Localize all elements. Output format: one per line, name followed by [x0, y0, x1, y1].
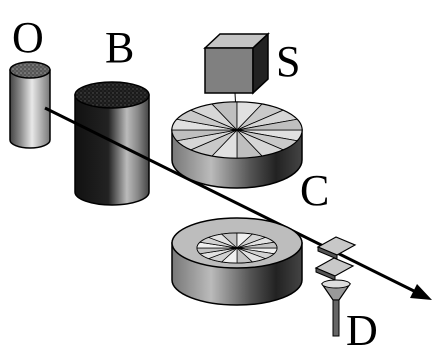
disk-segment [236, 241, 278, 249]
label-detector: D [346, 306, 378, 351]
oven-cylinder [9, 61, 51, 149]
detector-assembly [314, 236, 357, 337]
disk-segment [236, 118, 303, 131]
beam-line-arrow [44, 106, 432, 300]
collector-bowl-disk [171, 217, 303, 306]
label-buncher: B [105, 23, 134, 72]
label-oven: O [12, 13, 44, 62]
label-chopper: C [300, 166, 329, 215]
chopper-disk [171, 101, 303, 189]
buncher-cylinder [74, 81, 150, 206]
label-source: S [276, 37, 300, 86]
